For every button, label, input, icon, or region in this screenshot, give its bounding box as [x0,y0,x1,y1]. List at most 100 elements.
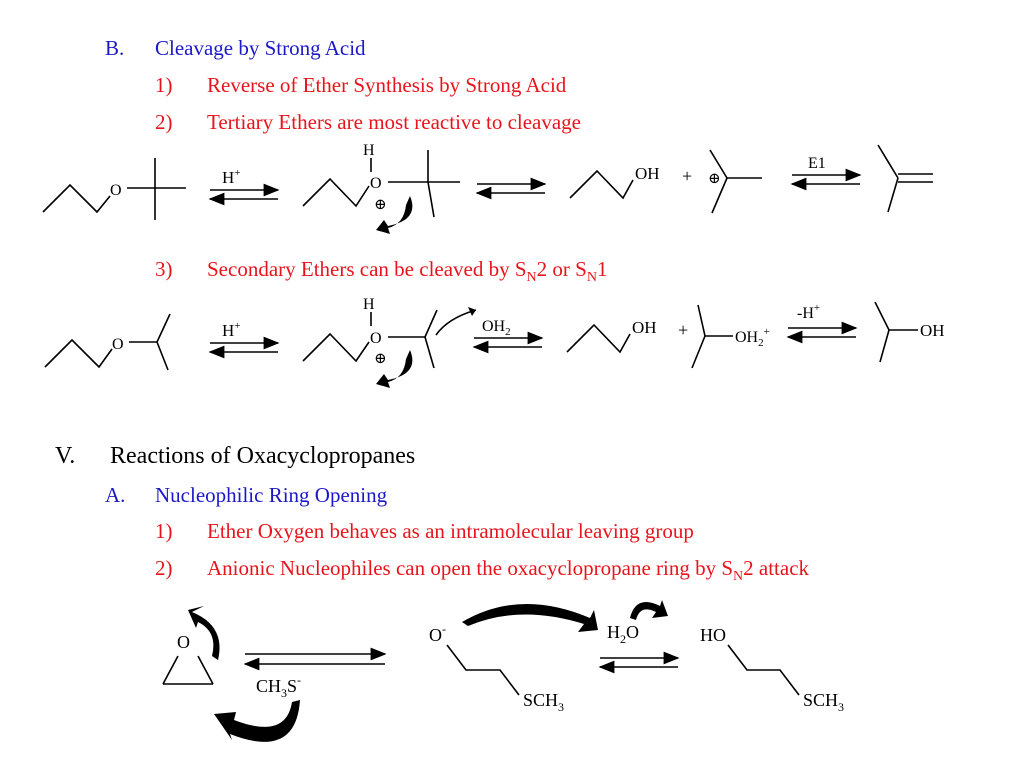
scheme1-oxonium-tbu-down [427,181,435,218]
scheme3-nucleophile-label: CH3S- [256,673,301,700]
scheme1-cation-down [711,177,728,214]
outline-b-text: Cleavage by Strong Acid [155,36,366,60]
scheme2 [44,301,918,371]
scheme3-sch3-sub: 3 [558,700,564,714]
scheme3-epoxide-oxygen: O [177,632,190,652]
scheme2-oxonium-h: H [363,296,375,313]
scheme2-ipa-up [874,301,890,331]
a2-text-b: 2 attack [743,556,810,580]
scheme1-oxonium-oxygen: O [370,175,382,192]
scheme2-oh2b-sub: 2 [758,337,764,349]
scheme1-cation-up [709,149,728,179]
scheme3-nucleophile-attack-arrow [214,700,300,742]
scheme2-oxonium-ipr-up [424,309,438,338]
scheme2-acid-plus: + [234,320,240,332]
scheme3-water-label: H2O [607,622,639,646]
scheme2-ipr-down [156,341,169,371]
scheme2-water-oh: OH [482,318,506,335]
scheme2-ipr-oh2-up [697,304,706,337]
outline-b3-number: 3) [155,257,173,281]
scheme1 [42,144,933,220]
scheme2-oxonium-oxygen: O [370,330,382,347]
a2-sub-n: N [733,569,744,585]
scheme2-oxonium-ipr-down [424,336,435,369]
scheme1-electron-push-arrow [376,196,413,234]
scheme3-proton-transfer-arrow [462,603,598,632]
scheme1-oxonium-charge: ⊕ [374,197,387,213]
scheme3-ring-opening-arrow [188,606,220,660]
scheme1-plus-sign: + [682,166,692,186]
scheme2-oxonium-chain [302,332,370,363]
scheme2-electron-push-arrow [376,350,413,388]
scheme3-water-arrow [630,600,668,620]
scheme1-cation-charge: ⊕ [708,171,721,187]
scheme3-alkoxide-chain [446,644,520,696]
outline-b-number: B. [105,36,125,60]
scheme3-epoxide-co-left [162,655,179,685]
outline-b3-text: Secondary Ethers can be cleaved by SN2 o… [207,259,607,285]
outline-a-text: Nucleophilic Ring Opening [155,483,388,507]
scheme1-e1-label: E1 [808,155,826,172]
scheme2-propanol-chain [566,323,631,354]
scheme2-plus-sign: + [678,320,688,340]
scheme3-water-sub: 2 [620,632,626,646]
scheme3-product-sch3: SCH3 [803,690,844,714]
scheme1-oxonium-h: H [363,142,375,159]
scheme3-product-sch3-text: SCH [803,690,838,710]
scheme3-epoxide-co-right [197,655,214,685]
scheme2-ipr-oh2-down [691,335,706,369]
scheme2-alcohol-oh: OH [632,318,657,337]
scheme1-acid-h: H [222,168,234,187]
scheme1-oxonium-chain [302,177,370,208]
scheme2-deprot-h: -H [797,305,814,322]
a2-text-a: Anionic Nucleophiles can open the oxacyc… [207,556,734,580]
scheme3-alkoxide-minus: - [442,622,446,636]
outline-a-number: A. [105,483,126,507]
scheme1-propanol-chain [569,169,634,200]
scheme3-water-h: H [607,622,620,642]
scheme2-acid-h: H [222,321,234,340]
outline-v-text: Reactions of Oxacyclopropanes [110,443,416,469]
scheme1-alkene-down [887,177,899,213]
scheme1-alcohol-oh: OH [635,164,660,183]
scheme1-alkene-up [877,144,899,179]
scheme3-nuc-ch: CH [256,676,281,696]
scheme2-oh2b-sup: + [764,326,770,338]
scheme3-sch3-label: SCH3 [523,690,564,714]
scheme2-ipr-up [156,313,171,343]
scheme3-sch3-text: SCH [523,690,558,710]
outline-v-number: V. [55,443,76,469]
scheme2-deprot-label: -H+ [797,302,820,322]
scheme3-product-ho: HO [700,625,726,645]
scheme3-nuc-s: S [287,676,297,696]
scheme3 [162,644,800,696]
outline-a1-text: Ether Oxygen behaves as an intramolecula… [207,519,694,543]
scheme1-ether-oxygen: O [110,182,122,199]
scheme3-nuc-sub: 3 [281,686,287,700]
scheme1-propyl-chain [42,183,111,214]
scheme2-water-attack-arrow [435,309,477,336]
outline-a2-number: 2) [155,556,173,580]
scheme2-oxonium-charge: ⊕ [374,351,387,367]
scheme2-propyl-chain [44,338,113,369]
scheme1-acid-label: H+ [222,167,241,187]
b3-text-a: Secondary Ethers can be cleaved by S [207,257,527,281]
outline-b1-number: 1) [155,73,173,97]
scheme3-alkoxide-label: O- [429,622,446,645]
scheme3-nuc-sup: - [297,673,301,687]
scheme2-attack-arrowhead [468,307,476,316]
outline-b1-text: Reverse of Ether Synthesis by Strong Aci… [207,73,567,97]
b3-sub-n1: N [526,270,537,286]
scheme2-ether-oxygen: O [112,336,124,353]
scheme2-oxonium-oh2: OH2+ [735,326,770,349]
scheme3-product-sch3-sub: 3 [838,700,844,714]
scheme2-water-sub: 2 [505,326,511,338]
outline-b2-number: 2) [155,110,173,134]
scheme2-ipa-down [879,329,890,363]
outline-a1-number: 1) [155,519,173,543]
outline-a2-text: Anionic Nucleophiles can open the oxacyc… [207,558,809,584]
scheme3-water-o: O [626,622,639,642]
b3-text-c: 1 [596,257,608,281]
scheme2-isopropanol-oh: OH [920,321,945,340]
